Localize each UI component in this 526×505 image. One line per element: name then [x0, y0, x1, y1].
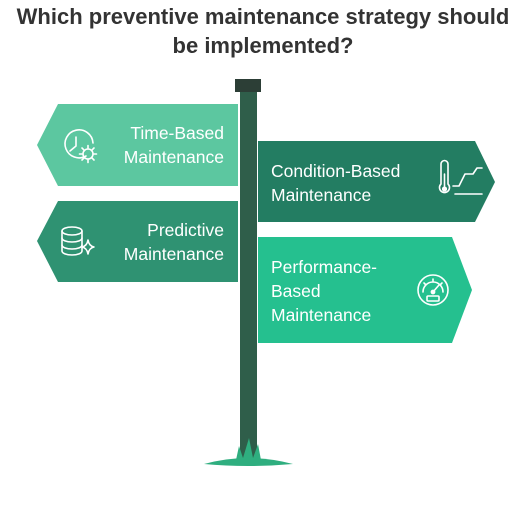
title-line-1: Which preventive maintenance strategy sh…	[16, 4, 510, 29]
label-line: Maintenance	[123, 147, 224, 167]
title-line-2: be implemented?	[172, 33, 354, 58]
label-line: Maintenance	[271, 185, 372, 205]
grass-blades	[236, 438, 261, 460]
grass-mound	[204, 458, 293, 466]
sign-condition-based-label: Condition-Based Maintenance	[271, 159, 400, 207]
thermometer-trend-icon	[438, 159, 483, 195]
label-line: Based	[271, 281, 321, 301]
sign-predictive-label: Predictive Maintenance	[100, 218, 224, 266]
sign-predictive[interactable]	[37, 201, 238, 282]
label-line: Maintenance	[123, 244, 224, 264]
signpost-pole	[240, 90, 257, 460]
sign-performance-based[interactable]	[258, 237, 472, 343]
label-line: Maintenance	[271, 305, 372, 325]
sign-performance-based-label: Performance- Based Maintenance	[271, 255, 377, 327]
label-line: Time-Based	[130, 123, 224, 143]
label-line: Condition-Based	[271, 161, 401, 181]
clock-gear-icon	[64, 129, 98, 164]
sign-condition-based[interactable]	[258, 141, 495, 222]
sign-time-based[interactable]	[37, 104, 238, 186]
label-line: Performance-	[271, 257, 378, 277]
label-line: Predictive	[147, 220, 224, 240]
database-sparkle-icon	[61, 226, 95, 256]
sign-time-based-label: Time-Based Maintenance	[100, 121, 224, 169]
diagram-title: Which preventive maintenance strategy sh…	[0, 2, 526, 60]
signpost-cap	[235, 79, 261, 92]
gauge-icon	[417, 274, 449, 306]
